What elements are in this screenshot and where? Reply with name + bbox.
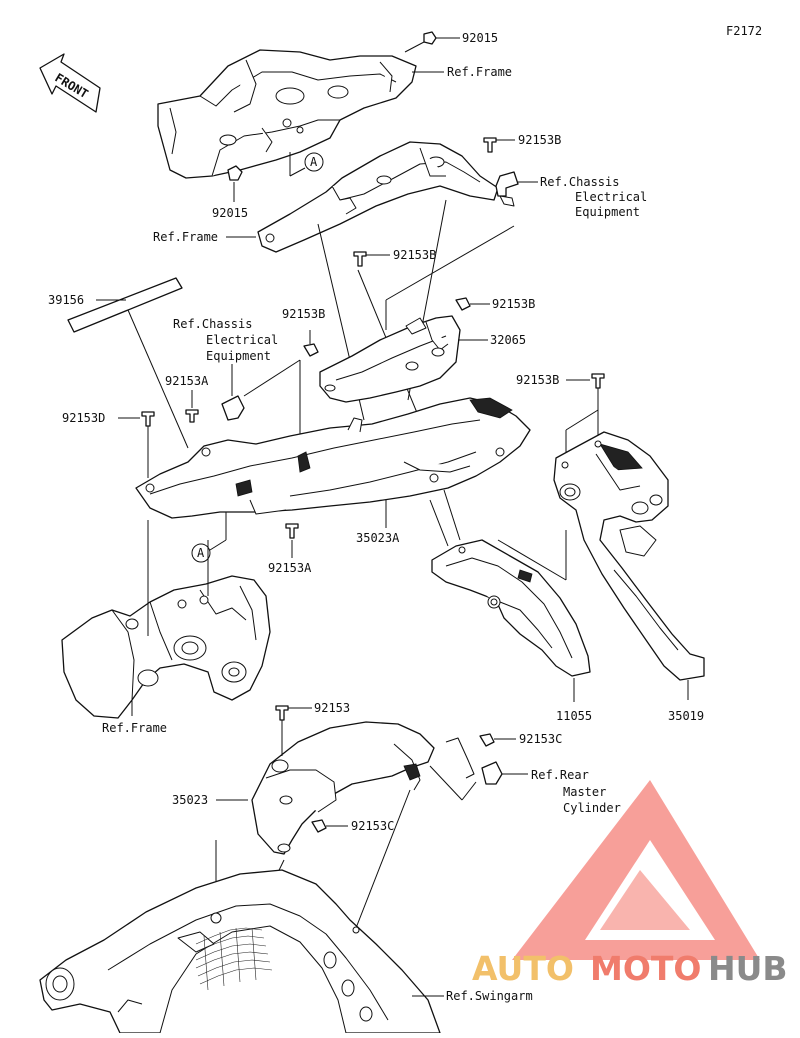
label-ref-frame-low: Ref.Frame [102,721,167,735]
label-92153a-2: 92153A [268,561,312,575]
rear-master-clip-icon [445,737,503,785]
bolt-92015-left-icon [227,165,243,181]
part-39156-sticker [67,277,183,333]
label-39156: 39156 [48,293,84,307]
diagram-code: F2172 [726,24,762,38]
label-ref-rear-l3: Cylinder [563,801,621,815]
label-92153c-1: 92153C [519,732,562,746]
bolt-92153d-icon [141,411,155,427]
part-32065-bracket [319,315,461,403]
swingarm-mesh [195,927,273,991]
bolt-92153b-5-icon [591,373,605,389]
label-92153b-4: 92153B [282,307,325,321]
bolt-92153a-1-icon [185,409,199,423]
bolt-92153-icon [275,705,289,721]
label-ref-frame-mid: Ref.Frame [153,230,218,244]
label-92153c-2: 92153C [351,819,394,833]
label-ref-rear-l1: Ref.Rear [531,768,589,782]
label-ref-chassis-1-l1: Ref.Chassis [540,175,619,189]
label-32065: 32065 [490,333,526,347]
front-arrow-icon: FRONT [39,53,101,113]
watermark-triangle [512,780,760,960]
marker-a-lower-icon [191,543,211,563]
label-ref-chassis-1-l3: Equipment [575,205,640,219]
part-11055-bracket [431,539,591,677]
label-35023: 35023 [172,793,208,807]
marker-a-upper-icon [304,152,324,172]
label-92153b-1: 92153B [518,133,561,147]
watermark-triangle-inner [600,870,690,930]
label-ref-chassis-2-l2: Electrical [206,333,278,347]
label-92015-left: 92015 [212,206,248,220]
bolt-92153b-3-icon [455,297,471,311]
marker-a-lower: A [197,546,205,560]
label-92153b-2: 92153B [393,248,436,262]
label-92153b-3: 92153B [492,297,535,311]
bolt-92153b-2-icon [353,251,367,267]
bolt-92153c-2-icon [311,819,327,833]
bolt-92153a-2-icon [285,523,299,539]
bolt-92153c-1-icon [479,733,495,747]
chassis-clip-2-icon [221,395,245,421]
bolt-92153b-1-icon [483,137,497,153]
label-35019: 35019 [668,709,704,723]
bolt-92015-top-icon [423,31,437,45]
watermark-moto: MOTO [590,949,701,988]
label-92153d: 92153D [62,411,105,425]
label-ref-swingarm: Ref.Swingarm [446,989,533,1003]
label-92153: 92153 [314,701,350,715]
label-ref-chassis-2-l1: Ref.Chassis [173,317,252,331]
watermark-logo [512,780,760,960]
label-ref-chassis-2-l3: Equipment [206,349,271,363]
bolt-92153b-4-icon [303,343,319,357]
lower-frame-part [61,575,271,719]
part-35023-rear-fender [251,721,435,855]
label-35023a: 35023A [356,531,400,545]
swingarm-part [39,869,441,1034]
label-92015-top: 92015 [462,31,498,45]
marker-a-upper: A [310,155,318,169]
label-ref-frame-top: Ref.Frame [447,65,512,79]
part-35023a-undertray [135,397,531,519]
watermark-hub: HUB [708,949,788,988]
watermark-auto: AUTO [472,949,574,988]
chassis-clip-1-icon [495,171,519,207]
label-92153b-5: 92153B [516,373,559,387]
label-92153a-1: 92153A [165,374,209,388]
label-11055: 11055 [556,709,592,723]
watermark-text: AUTO MOTO HUB [472,949,788,988]
sub-frame-part [257,141,499,253]
upper-frame-part [157,49,417,179]
label-ref-chassis-1-l2: Electrical [575,190,647,204]
label-ref-rear-l2: Master [563,785,606,799]
part-35019-plate-bracket [553,431,705,681]
